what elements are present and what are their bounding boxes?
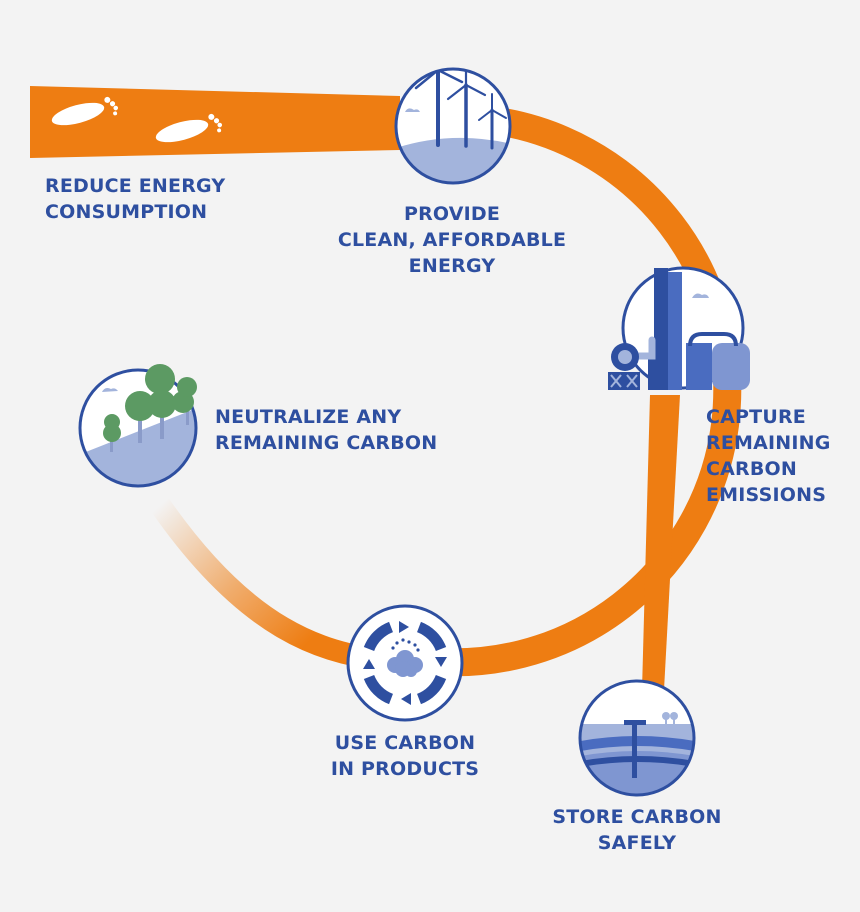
carbon-recycle-icon	[346, 604, 464, 722]
label-line: IN PRODUCTS	[330, 758, 480, 780]
wind-turbines-icon	[394, 67, 512, 185]
trees-icon	[78, 364, 198, 488]
label-line: REMAINING CARBON	[215, 432, 438, 454]
label-neutralize-carbon: NEUTRALIZE ANY REMAINING CARBON	[215, 404, 437, 456]
label-line: STORE CARBON	[552, 806, 722, 828]
label-line: USE CARBON	[334, 732, 476, 754]
label-provide-energy: PROVIDE CLEAN, AFFORDABLE ENERGY	[330, 201, 574, 279]
label-line: SAFELY	[597, 832, 677, 854]
label-line: CAPTURE	[706, 406, 806, 428]
label-line: CONSUMPTION	[45, 201, 208, 223]
label-line: CARBON	[706, 458, 798, 480]
label-store-carbon: STORE CARBON SAFELY	[540, 804, 734, 856]
footprints-icon	[51, 96, 223, 143]
capture-plant-icon	[608, 266, 750, 390]
label-line: CLEAN, AFFORDABLE	[337, 229, 567, 251]
label-line: REDUCE ENERGY	[45, 175, 226, 197]
label-line: PROVIDE	[403, 203, 501, 225]
underground-storage-icon	[578, 679, 696, 797]
cycle-ring	[418, 106, 742, 677]
label-reduce-energy: REDUCE ENERGY CONSUMPTION	[45, 173, 225, 225]
label-line: ENERGY	[408, 255, 496, 277]
label-line: NEUTRALIZE ANY	[215, 406, 402, 428]
label-line: REMAINING	[706, 432, 831, 454]
label-line: EMISSIONS	[706, 484, 827, 506]
storage-branch	[642, 395, 680, 690]
label-use-carbon: USE CARBON IN PRODUCTS	[315, 730, 495, 782]
label-capture-emissions: CAPTURE REMAINING CARBON EMISSIONS	[706, 404, 831, 508]
